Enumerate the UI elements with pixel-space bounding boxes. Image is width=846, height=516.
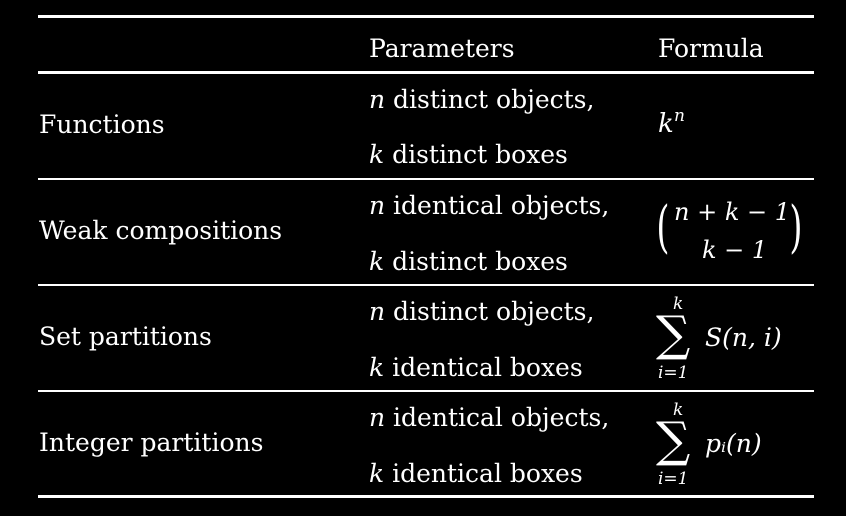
row1-param-var-n: n xyxy=(369,85,386,114)
binom-top: n + k − 1 xyxy=(674,198,791,226)
binom-open-paren: ( xyxy=(656,195,670,260)
row-divider-1 xyxy=(38,178,814,180)
formula-k-power-n: k xyxy=(658,111,674,137)
header-rule xyxy=(38,71,814,74)
sum2-lower-limit: i=1 xyxy=(658,469,689,489)
row3-param-line1: n distinct objects, xyxy=(369,299,594,324)
sum2-upper-limit: k xyxy=(673,400,684,420)
row4-param-text1: identical objects, xyxy=(385,403,610,432)
row1-param-line2: k distinct boxes xyxy=(369,142,568,167)
formula-base: k xyxy=(658,109,674,139)
row2-param-text1: identical objects, xyxy=(385,191,610,220)
row4-param-var-n: n xyxy=(369,403,386,432)
row4-param-var-k: k xyxy=(369,459,385,488)
row-label-set-partitions: Set partitions xyxy=(39,322,212,351)
row2-param-var-n: n xyxy=(369,191,386,220)
header-parameters: Parameters xyxy=(369,34,515,63)
row3-param-text1: distinct objects, xyxy=(385,297,595,326)
row4-param-line2: k identical boxes xyxy=(369,461,583,486)
row-label-weak-compositions: Weak compositions xyxy=(39,216,283,245)
row2-param-line1: n identical objects, xyxy=(369,193,609,218)
table-top-rule xyxy=(38,15,814,18)
header-formula: Formula xyxy=(658,34,764,63)
row1-param-text1: distinct objects, xyxy=(385,85,595,114)
row1-param-text2: distinct boxes xyxy=(384,140,568,169)
sum1-sigma: ∑ xyxy=(656,306,691,362)
sum1-upper-limit: k xyxy=(673,294,684,314)
row2-param-text2: distinct boxes xyxy=(384,247,568,276)
row2-param-line2: k distinct boxes xyxy=(369,249,568,274)
binom-bottom: k − 1 xyxy=(702,236,768,264)
sum2-body: pᵢ(n) xyxy=(705,429,762,458)
row3-param-var-k: k xyxy=(369,353,385,382)
row-label-functions: Functions xyxy=(39,110,165,139)
formula-exponent: n xyxy=(674,106,685,126)
sum2-sigma: ∑ xyxy=(656,412,691,468)
row1-param-var-k: k xyxy=(369,140,385,169)
table-bottom-rule xyxy=(38,495,814,498)
row3-param-text2: identical boxes xyxy=(384,353,583,382)
row3-param-var-n: n xyxy=(369,297,386,326)
sum1-lower-limit: i=1 xyxy=(658,363,689,383)
row4-param-line1: n identical objects, xyxy=(369,405,609,430)
row-label-integer-partitions: Integer partitions xyxy=(39,428,264,457)
row-divider-3 xyxy=(38,390,814,392)
row4-param-text2: identical boxes xyxy=(384,459,583,488)
binom-close-paren: ) xyxy=(789,195,803,260)
row2-param-var-k: k xyxy=(369,247,385,276)
sum1-body: S(n, i) xyxy=(705,323,782,352)
row3-param-line2: k identical boxes xyxy=(369,355,583,380)
row1-param-line1: n distinct objects, xyxy=(369,87,594,112)
row-divider-2 xyxy=(38,284,814,286)
